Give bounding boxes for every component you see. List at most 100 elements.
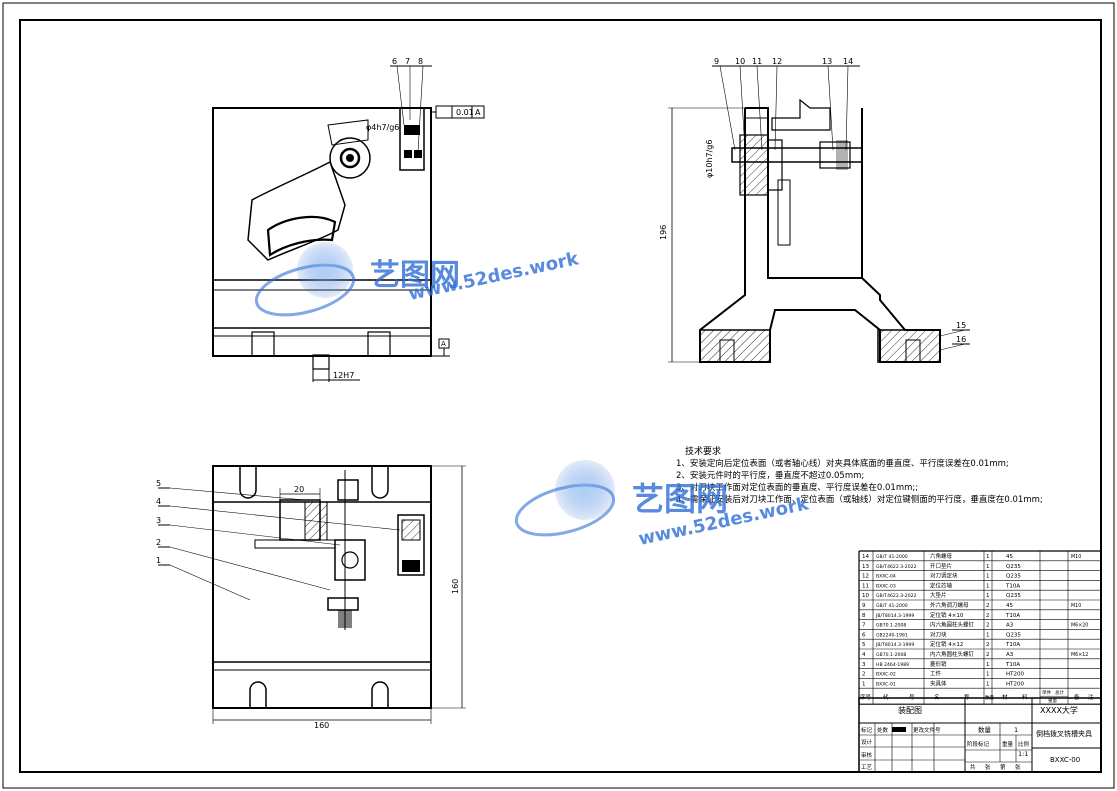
parts-row-no: 10 <box>862 593 869 599</box>
balloon-11: 11 <box>752 57 762 66</box>
parts-header-note-1: 备 <box>1074 693 1080 701</box>
side-fit-label: φ10h7/g6 <box>705 140 714 178</box>
parts-row-qty: 1 <box>986 564 990 570</box>
watermark-top: 艺图网 www.52des.work <box>254 242 581 317</box>
top-fit-label: φ4h7/g6 <box>366 123 399 132</box>
tb-label-1: 处数 <box>877 726 889 734</box>
tb-label-3: 更改文件号 <box>913 726 941 734</box>
parts-row-no: 12 <box>862 574 869 580</box>
parts-row-material: 45 <box>1006 554 1013 560</box>
parts-header-name-2: 称 <box>964 693 970 701</box>
parts-header-mat-2: 料 <box>1022 693 1028 701</box>
parts-row-code: JB/T8014.3-1999 <box>875 613 914 619</box>
dim-20: 20 <box>294 485 304 494</box>
parts-row-name: 对刀块 <box>930 630 947 638</box>
parts-row-qty: 2 <box>986 652 990 658</box>
parts-row-material: Q235 <box>1006 574 1021 580</box>
tb-label-12: 比例 <box>1018 740 1030 748</box>
parts-row-name: 菱形销 <box>930 660 947 668</box>
parts-row-material: T10A <box>1005 642 1020 648</box>
balloon-6: 6 <box>392 57 397 66</box>
tb-label-8: 工艺 <box>861 764 873 771</box>
bottom-view: 20 160 160 5 4 3 2 1 <box>156 465 466 730</box>
tech-item-4: 4、需保证安装后对刀块工作面、定位表面（或轴线）对定位键侧面的平行度，垂直度在0… <box>676 494 1043 505</box>
parts-row-material: 45 <box>1006 603 1013 609</box>
tb-label-7: 审核 <box>861 751 873 759</box>
parts-header-code-1: 代 <box>883 693 889 701</box>
parts-row-code: GB/T4622.3-2022 <box>876 593 917 599</box>
parts-header-mat-1: 材 <box>1002 693 1008 701</box>
parts-row-qty: 1 <box>986 632 990 638</box>
inner-border <box>19 19 1102 773</box>
parts-row-no: 7 <box>862 623 866 629</box>
parts-row-material: HT200 <box>1006 672 1024 678</box>
parts-row-code: GB/T4622.3-2022 <box>876 564 917 570</box>
tech-title: 技术要求 <box>685 445 721 457</box>
parts-row-code: BXXC-04 <box>876 574 896 580</box>
qty-value: 1 <box>1014 726 1018 734</box>
parts-row-no: 4 <box>862 652 866 658</box>
parts-row-note: M10 <box>1071 554 1081 560</box>
parts-header-note-2: 注 <box>1088 693 1094 701</box>
parts-row-note: M6×12 <box>1071 652 1088 658</box>
parts-header-total: 总计 <box>1055 689 1064 696</box>
balloon-2: 2 <box>156 538 161 547</box>
balloon-3: 3 <box>156 516 161 525</box>
parts-row-qty: 1 <box>986 593 990 599</box>
parts-row-material: Q235 <box>1006 564 1021 570</box>
tech-item-3: 3、对刀块工作面对定位表面的垂直度、平行度误差在0.01mm;; <box>676 482 918 493</box>
parts-row-code: GB2240-1991 <box>876 632 908 638</box>
parts-row-name: 对刀调定块 <box>930 572 958 580</box>
slot-label: 12H7 <box>333 371 354 380</box>
parts-header-name-1: 名 <box>934 693 940 701</box>
parts-row-name: 开口垫片 <box>930 562 952 570</box>
tech-item-1: 1、安装定向后定位表面（或者轴心线）对夹具体底面的垂直度、平行度误差在0.01m… <box>676 458 1009 469</box>
balloon-4: 4 <box>156 497 161 506</box>
parts-row-name: 定位销 4×10 <box>930 611 964 619</box>
parts-row-name: 外六角调刀螺母 <box>930 601 969 609</box>
parts-row-material: T10A <box>1005 613 1020 619</box>
parts-row-note: M6×20 <box>1071 623 1088 629</box>
tb-label-13: 共 <box>970 763 976 771</box>
balloon-1: 1 <box>156 556 161 565</box>
parts-row-material: HT200 <box>1006 681 1024 687</box>
drawing-number: BXXC-00 <box>1050 756 1080 764</box>
parts-row-material: Q235 <box>1006 593 1021 599</box>
parts-row-code: GB/T 41-2000 <box>876 603 908 609</box>
parts-row-qty: 2 <box>986 603 990 609</box>
tb-label-0: 标记 <box>861 726 873 734</box>
tb-label-15: 第 <box>1000 763 1006 771</box>
balloon-16: 16 <box>956 335 966 344</box>
tech-item-2: 2、安装元件时的平行度，垂直度不超过0.05mm; <box>676 470 864 481</box>
product-name: 倒档拨叉铣槽夹具 <box>1036 729 1092 738</box>
qty-label: 数量 <box>978 725 992 734</box>
parts-header-unit: 单件 <box>1042 689 1051 696</box>
school-name: XXXX大学 <box>1040 705 1078 715</box>
tolerance-datum: A <box>475 108 481 117</box>
balloon-5: 5 <box>156 479 161 488</box>
parts-header-weight: 重量 <box>1048 697 1057 704</box>
parts-row-qty: 2 <box>986 613 990 619</box>
parts-row-no: 9 <box>862 603 866 609</box>
parts-row-material: T10A <box>1005 583 1020 589</box>
parts-row-code: HB 2464-1989 <box>876 662 909 668</box>
scale: 1:1 <box>1018 750 1028 758</box>
parts-row-name: 内六角圆柱头螺钉 <box>930 621 975 629</box>
side-view: 196 φ10h7/g6 9 10 11 12 13 14 15 16 <box>659 57 970 363</box>
tb-label-16: 张 <box>1015 763 1021 771</box>
parts-row-no: 8 <box>862 613 866 619</box>
watermark-top-cn: 艺图网 <box>370 258 460 293</box>
parts-row-code: JB/T8014.3-1999 <box>875 642 914 648</box>
datum-label: A <box>441 340 446 348</box>
parts-row-code: GB70.1-2008 <box>876 652 906 658</box>
parts-row-no: 13 <box>862 564 869 570</box>
balloon-7: 7 <box>405 57 410 66</box>
balloon-12: 12 <box>772 57 782 66</box>
parts-row-material: A3 <box>1006 652 1014 658</box>
tolerance-value: 0.01 <box>456 108 474 117</box>
top-view: 12H7 φ4h7/g6 0.01 A A 6 7 8 <box>212 57 485 382</box>
parts-row-code: GB70.1-2008 <box>876 623 906 629</box>
balloon-15: 15 <box>956 321 966 330</box>
parts-row-no: 2 <box>862 672 866 678</box>
